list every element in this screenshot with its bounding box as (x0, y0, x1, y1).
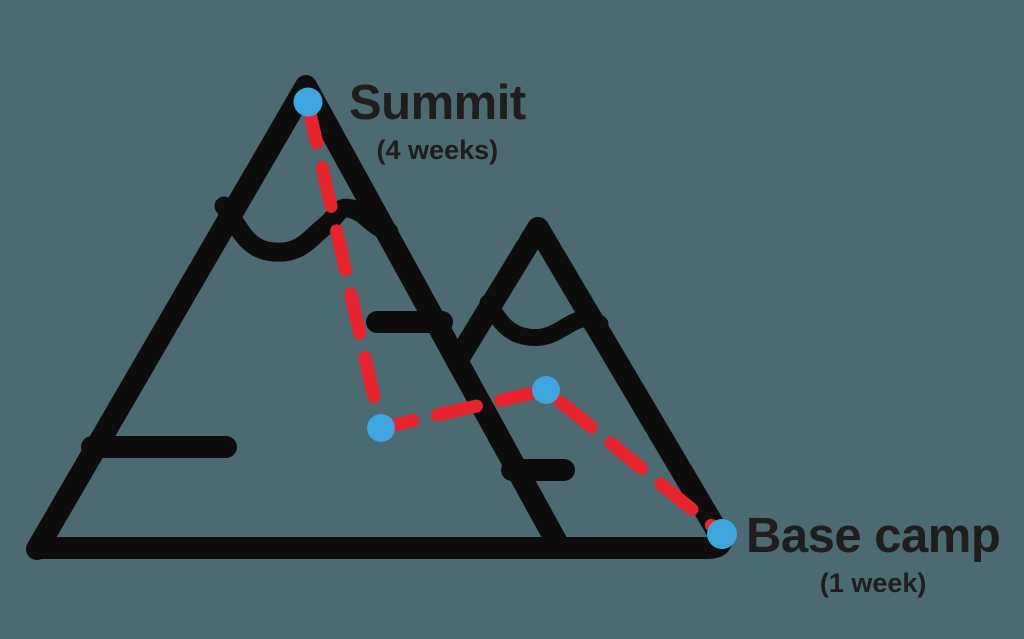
base-camp-duration-label: (1 week) (819, 568, 927, 598)
mid-slope-waypoint-dot (532, 376, 560, 404)
base-camp-label-group: Base camp (1 week) (746, 509, 1001, 598)
summit-duration-label: (4 weeks) (376, 135, 499, 165)
large-mountain-snow-line (214, 196, 399, 262)
base-camp-waypoint-dot (707, 519, 737, 549)
upper-slope-waypoint-dot (367, 414, 395, 442)
small-mountain-snow-line (479, 294, 609, 347)
summit-label: Summit (349, 76, 526, 130)
base-camp-label: Base camp (746, 509, 1001, 563)
large-mountain-outline (26, 75, 571, 560)
climbing-route-dashed-path (301, 97, 729, 541)
summit-label-group: Summit (4 weeks) (349, 79, 526, 164)
summit-waypoint-dot (293, 87, 323, 117)
